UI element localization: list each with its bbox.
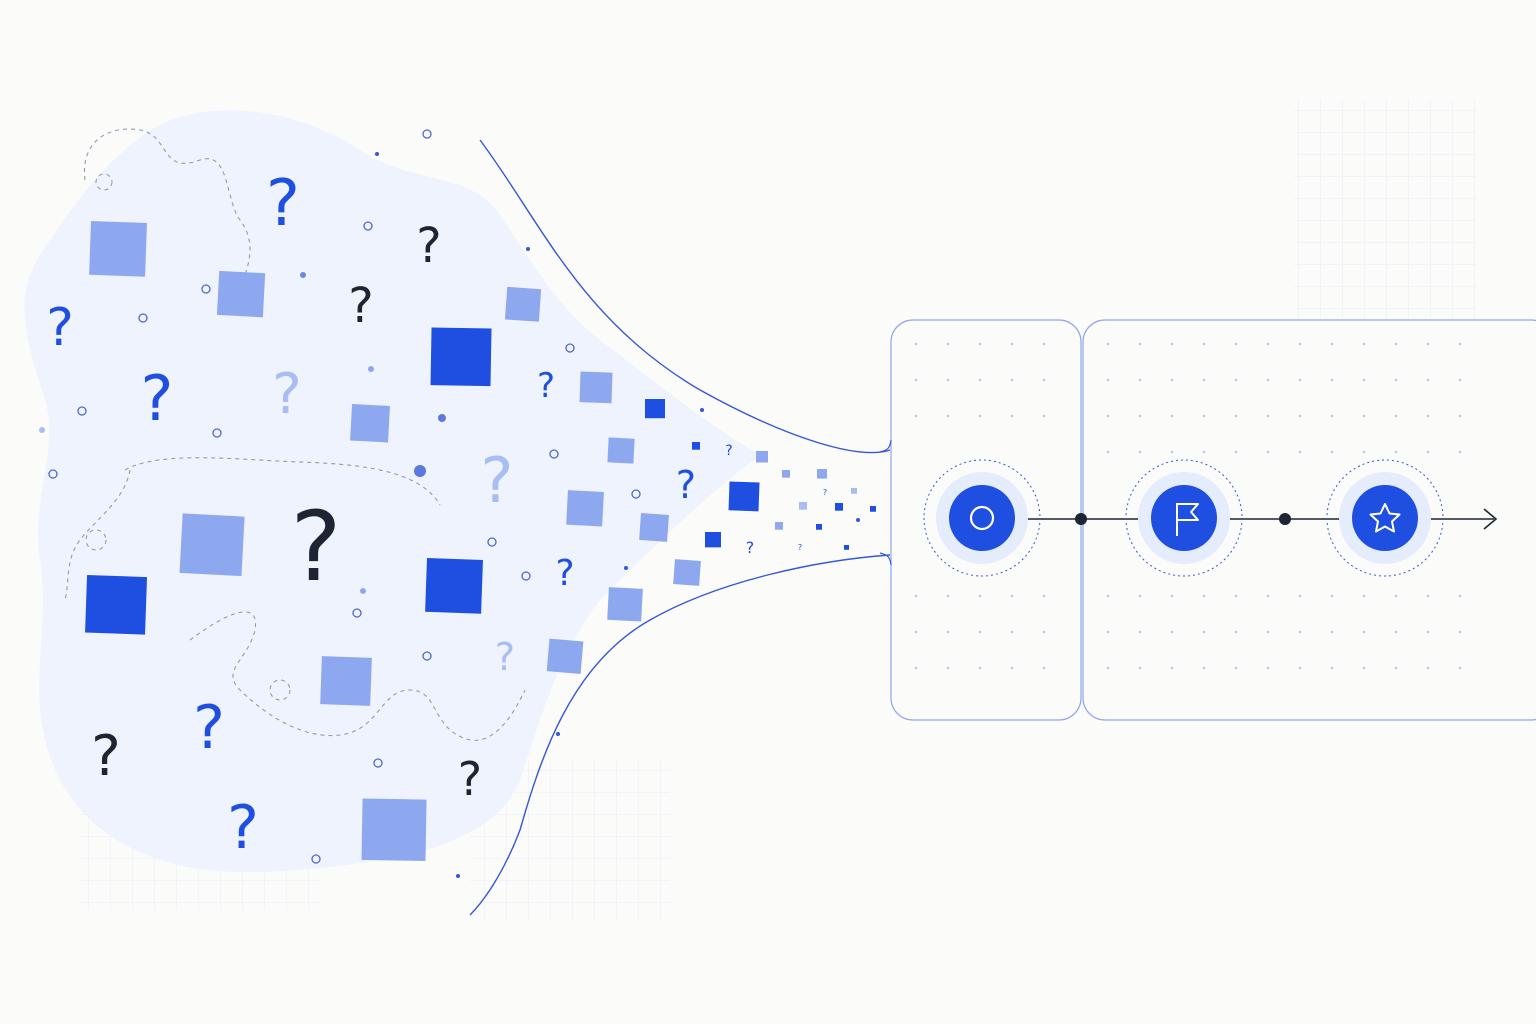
ring-dot	[487, 537, 497, 547]
step-node-goal	[1326, 459, 1444, 577]
question-mark-icon: ?	[91, 724, 121, 789]
ring-dot	[521, 571, 531, 581]
square-note-icon	[361, 798, 427, 861]
question-mark-icon: ?	[348, 278, 373, 334]
square-note-icon	[673, 559, 701, 586]
ring-dot	[212, 428, 222, 438]
square-note-icon	[89, 221, 147, 277]
square-note-icon	[728, 481, 760, 512]
dashed-trails	[64, 128, 526, 741]
question-mark-icon: ?	[495, 635, 515, 679]
square-note-icon	[705, 532, 721, 548]
background-grid-top-right	[1294, 100, 1476, 318]
square-note-icon	[817, 469, 827, 479]
question-mark-icon: ?	[823, 488, 827, 497]
square-note-icon	[799, 502, 807, 510]
dot	[39, 427, 45, 433]
square-note-icon	[179, 513, 245, 577]
dot	[360, 588, 366, 594]
question-mark-icon: ?	[46, 298, 74, 358]
ring-dot	[565, 343, 575, 353]
square-note-icon	[607, 437, 635, 464]
funnel-upper-curve	[479, 139, 891, 454]
square-note-icon	[320, 656, 372, 706]
question-mark-icon: ?	[141, 362, 174, 435]
dot	[368, 366, 374, 372]
ring-dot	[549, 449, 559, 459]
question-mark-icon: ?	[458, 752, 482, 806]
step-node-milestone	[1125, 459, 1243, 577]
square-note-icon	[775, 522, 783, 530]
flag-icon	[1176, 503, 1199, 536]
square-note-icon	[844, 545, 849, 550]
square-note-icon	[645, 399, 665, 419]
dot	[414, 465, 426, 477]
square-note-icon	[546, 638, 584, 675]
square-note-icon	[816, 524, 822, 530]
dot	[700, 408, 704, 412]
square-note-icon	[851, 488, 857, 494]
square-note-icon	[692, 442, 700, 450]
question-mark-icon: ?	[746, 538, 755, 557]
square-note-icon	[425, 558, 483, 614]
dot	[526, 247, 530, 251]
ring-dot	[138, 313, 148, 323]
pipeline-panels	[890, 319, 1536, 721]
dot	[300, 272, 306, 278]
dot	[438, 414, 446, 422]
dot	[556, 732, 560, 736]
circle-icon	[969, 505, 995, 531]
square-note-icon	[566, 490, 604, 527]
square-note-icon	[504, 286, 542, 322]
square-note-icon	[782, 470, 790, 478]
square-note-icon	[430, 327, 492, 387]
question-mark-icon: ?	[676, 463, 696, 507]
question-mark-icon: ?	[227, 793, 259, 863]
star-icon	[1369, 503, 1401, 533]
question-mark-icon: ?	[291, 491, 342, 603]
square-note-icon	[835, 503, 843, 511]
square-note-icon	[579, 371, 613, 404]
question-mark-icon: ?	[537, 366, 555, 406]
funnel-neck	[879, 439, 892, 566]
step-node-start	[923, 459, 1041, 577]
question-mark-icon: ?	[193, 693, 225, 763]
chaos-cloud	[24, 110, 760, 873]
dot	[856, 518, 860, 522]
square-note-icon	[870, 506, 876, 512]
question-mark-icon: ?	[272, 362, 302, 427]
ring-dot	[48, 469, 58, 479]
ring-dot	[631, 489, 641, 499]
ring-dot	[363, 221, 373, 231]
ring-dot	[422, 129, 432, 139]
ring-dot	[352, 608, 362, 618]
square-note-icon	[607, 587, 643, 622]
ring-dot	[311, 854, 321, 864]
question-mark-icon: ?	[798, 543, 802, 552]
square-note-icon	[216, 270, 266, 318]
arrow-head	[1483, 508, 1498, 530]
ring-dot	[373, 758, 383, 768]
funnel-lower-curve	[469, 554, 891, 916]
square-note-icon	[756, 451, 768, 463]
square-note-icon	[350, 404, 390, 443]
square-note-icon	[85, 574, 148, 635]
question-mark-icon: ?	[266, 167, 300, 241]
ring-dot	[201, 284, 211, 294]
square-note-icon	[639, 513, 669, 542]
ring-dot	[422, 651, 432, 661]
question-mark-icon: ?	[481, 444, 514, 517]
dot	[375, 152, 379, 156]
ring-dot	[77, 406, 87, 416]
question-mark-icon: ?	[555, 553, 574, 594]
chaos-elements: ????????????????????	[39, 129, 897, 878]
pipeline-joint-dot	[1279, 513, 1291, 525]
pipeline-joint-dot	[1075, 513, 1087, 525]
question-mark-icon: ?	[725, 443, 732, 459]
question-mark-icon: ?	[416, 218, 441, 274]
dot	[456, 874, 460, 878]
dot	[624, 566, 628, 570]
